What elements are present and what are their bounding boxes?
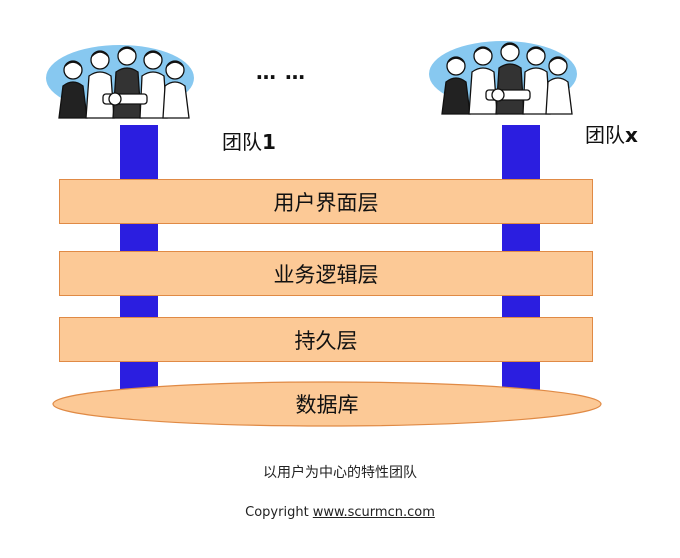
more-teams-ellipsis: … … (256, 60, 306, 84)
team-people-icon (429, 41, 577, 115)
team-1-image (45, 38, 195, 128)
team-x-label: 团队x (585, 119, 638, 148)
copyright-link[interactable]: www.scurmcn.com (312, 505, 435, 520)
diagram-caption: 以用户为中心的特性团队 (263, 465, 417, 481)
database-ellipse: 数据库 (52, 381, 602, 427)
layer-ui: 用户界面层 (59, 179, 593, 224)
layer-persistence: 持久层 (59, 317, 593, 362)
copyright-prefix: Copyright (245, 505, 313, 520)
database-label: 数据库 (295, 393, 359, 417)
team-people-icon (46, 45, 194, 119)
layer-business-logic: 业务逻辑层 (59, 251, 593, 296)
team-x-image (428, 34, 578, 124)
team-x-label-text: 团队 (585, 123, 625, 147)
team-1-label-text: 团队 (222, 130, 262, 154)
team-x-label-number: x (625, 123, 638, 147)
team-1-label-number: 1 (262, 130, 276, 154)
team-1-label: 团队1 (222, 126, 276, 155)
copyright-line: Copyright www.scurmcn.com (0, 505, 680, 520)
